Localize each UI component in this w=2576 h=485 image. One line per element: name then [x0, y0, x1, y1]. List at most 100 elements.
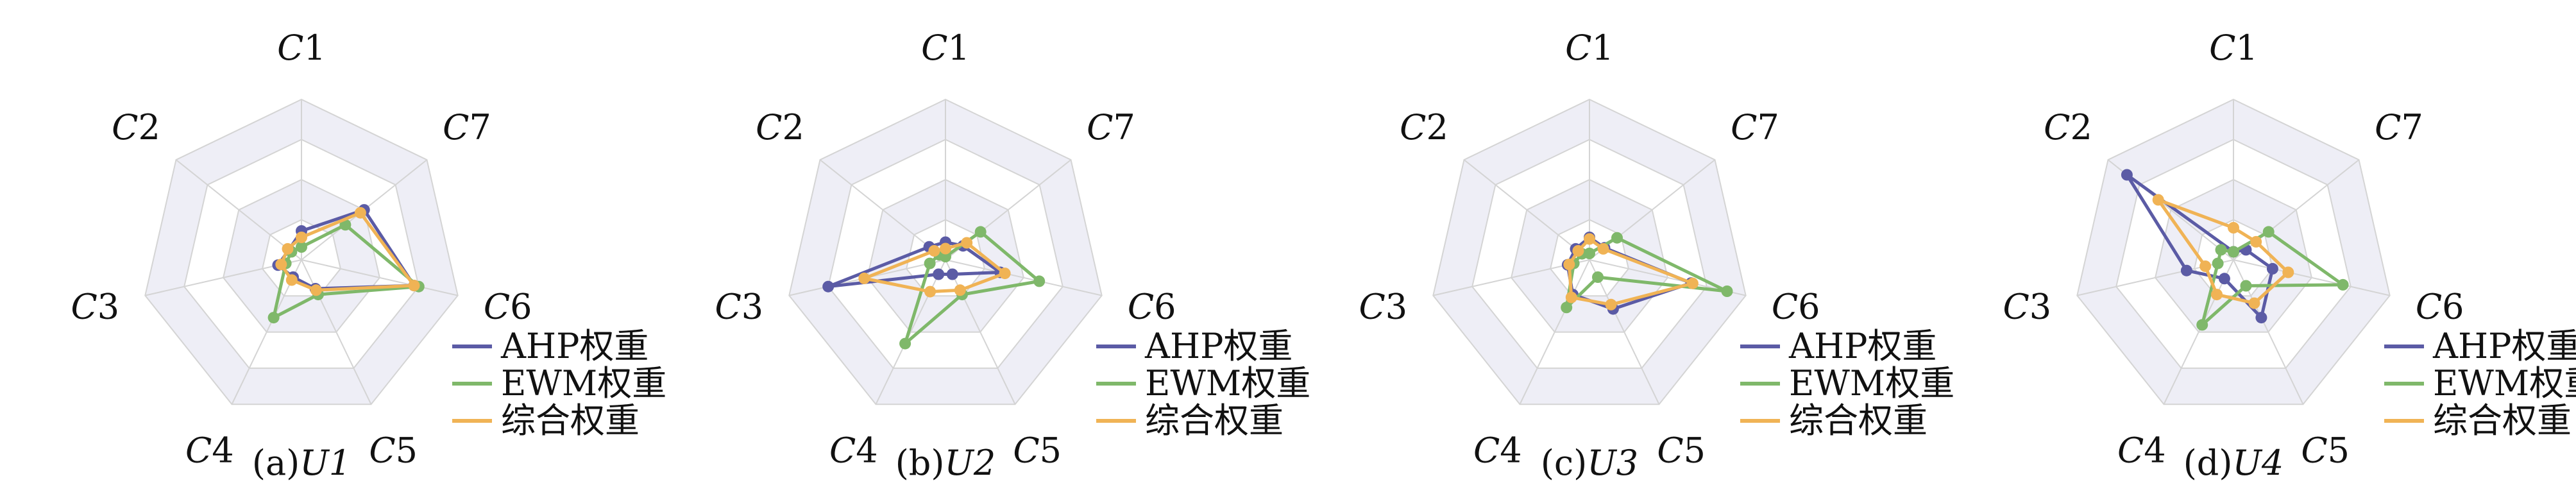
- axis-label-c1: C1: [1565, 28, 1614, 68]
- data-point-ewm-c5: [1592, 271, 1604, 283]
- axis-label-c2: C2: [756, 107, 804, 148]
- axis-label-num: 3: [741, 286, 763, 327]
- axis-label-var: C: [277, 28, 303, 68]
- data-point-ahp-c2: [2121, 169, 2133, 181]
- axis-label-c5: C5: [2301, 430, 2350, 470]
- axis-label-c7: C7: [2375, 107, 2423, 148]
- panel-caption: (b)U2: [895, 443, 996, 483]
- grid-spoke: [2163, 259, 2234, 405]
- grid-spoke: [301, 259, 458, 296]
- axis-label-var: C: [756, 107, 782, 148]
- axis-label-c3: C3: [1359, 286, 1407, 327]
- data-point-combined-c5: [310, 284, 322, 296]
- caption-prefix: (d): [2183, 443, 2233, 483]
- axis-label-var: C: [2003, 286, 2029, 327]
- axis-label-num: 5: [1040, 430, 1062, 470]
- axis-label-var: C: [2117, 430, 2144, 470]
- axis-label-num: 5: [1684, 430, 1706, 470]
- data-point-ewm-c7: [1611, 232, 1623, 244]
- axis-label-c3: C3: [71, 286, 119, 327]
- axis-label-num: 7: [469, 107, 491, 148]
- axis-label-var: C: [921, 28, 947, 68]
- axis-label-var: C: [1731, 107, 1757, 148]
- axis-label-var: C: [1359, 286, 1385, 327]
- data-point-ewm-c6: [1033, 275, 1046, 287]
- data-point-combined-c3: [858, 272, 870, 284]
- data-point-combined-c2: [282, 242, 294, 255]
- data-point-ewm-c7: [2262, 226, 2275, 238]
- data-point-combined-c1: [940, 242, 951, 255]
- axis-label-var: C: [2416, 286, 2442, 327]
- data-point-combined-c6: [999, 268, 1011, 280]
- data-point-ewm-c4: [1561, 302, 1573, 314]
- axis-label-var: C: [1473, 430, 1500, 470]
- axis-label-c2: C2: [2044, 107, 2092, 148]
- axis-label-var: C: [2044, 107, 2070, 148]
- data-point-combined-c5: [2248, 297, 2260, 309]
- data-point-ahp-c6: [2266, 262, 2278, 275]
- legend-label-combined: 综合权重: [1789, 400, 1928, 441]
- data-point-combined-c2: [2152, 194, 2164, 206]
- axis-label-var: C: [2301, 430, 2327, 470]
- series-combined: [275, 207, 420, 296]
- axis-label-var: C: [1087, 107, 1113, 148]
- axis-label-num: 4: [1500, 430, 1521, 470]
- grid-spoke: [945, 259, 1016, 405]
- legend-label-combined: 综合权重: [2433, 400, 2572, 441]
- axis-label-c6: C6: [1128, 286, 1176, 327]
- data-point-combined-c6: [1686, 277, 1699, 289]
- data-point-combined-c7: [1597, 242, 1609, 255]
- axis-label-c1: C1: [2209, 28, 2258, 68]
- series-combined: [858, 237, 1011, 298]
- data-point-combined-c2: [928, 245, 940, 257]
- caption-prefix: (c): [1541, 443, 1587, 483]
- grid-spoke: [1589, 259, 1660, 405]
- grid-spoke: [1463, 159, 1590, 260]
- axis-label-c6: C6: [2416, 286, 2464, 327]
- legend-label-ewm: EWM权重: [1145, 363, 1310, 404]
- axis-label-c2: C2: [112, 107, 160, 148]
- axis-label-c6: C6: [484, 286, 532, 327]
- data-point-combined-c5: [954, 284, 966, 296]
- axis-label-c5: C5: [369, 430, 418, 470]
- data-point-combined-c4: [1565, 291, 1577, 303]
- data-point-ewm-c3: [2212, 257, 2224, 269]
- axis-label-num: 5: [396, 430, 418, 470]
- axis-label-c4: C4: [185, 430, 234, 470]
- axis-label-num: 7: [1757, 107, 1779, 148]
- axis-label-var: C: [1565, 28, 1591, 68]
- data-point-combined-c1: [2228, 222, 2239, 234]
- data-point-combined-c1: [1584, 233, 1595, 245]
- axis-label-var: C: [369, 430, 395, 470]
- data-point-combined-c3: [1563, 259, 1575, 271]
- legend-label-ahp: AHP权重: [500, 326, 648, 366]
- axis-label-num: 1: [947, 28, 969, 68]
- axis-label-c7: C7: [1087, 107, 1135, 148]
- data-point-combined-c3: [275, 259, 287, 271]
- panel-caption: (a)U1: [252, 443, 351, 483]
- axis-label-var: C: [1013, 430, 1039, 470]
- data-point-combined-c7: [961, 237, 973, 249]
- axis-label-num: 7: [2401, 107, 2423, 148]
- legend-label-ahp: AHP权重: [1788, 326, 1936, 366]
- axis-label-c1: C1: [277, 28, 326, 68]
- data-point-ahp-c5: [946, 268, 958, 280]
- grid-spoke: [2233, 259, 2390, 296]
- data-point-combined-c3: [2199, 260, 2212, 272]
- legend-label-ahp: AHP权重: [2432, 326, 2576, 366]
- axis-label-c5: C5: [1013, 430, 1062, 470]
- axis-label-var: C: [185, 430, 212, 470]
- data-point-ewm-c4: [899, 337, 911, 350]
- axis-label-var: C: [443, 107, 469, 148]
- data-point-ahp-c5: [2255, 312, 2267, 324]
- axis-label-num: 4: [2144, 430, 2165, 470]
- legend-label-combined: 综合权重: [501, 400, 640, 441]
- data-point-ahp-c3: [822, 280, 835, 293]
- axis-label-num: 2: [138, 107, 160, 148]
- axis-label-var: C: [1772, 286, 1798, 327]
